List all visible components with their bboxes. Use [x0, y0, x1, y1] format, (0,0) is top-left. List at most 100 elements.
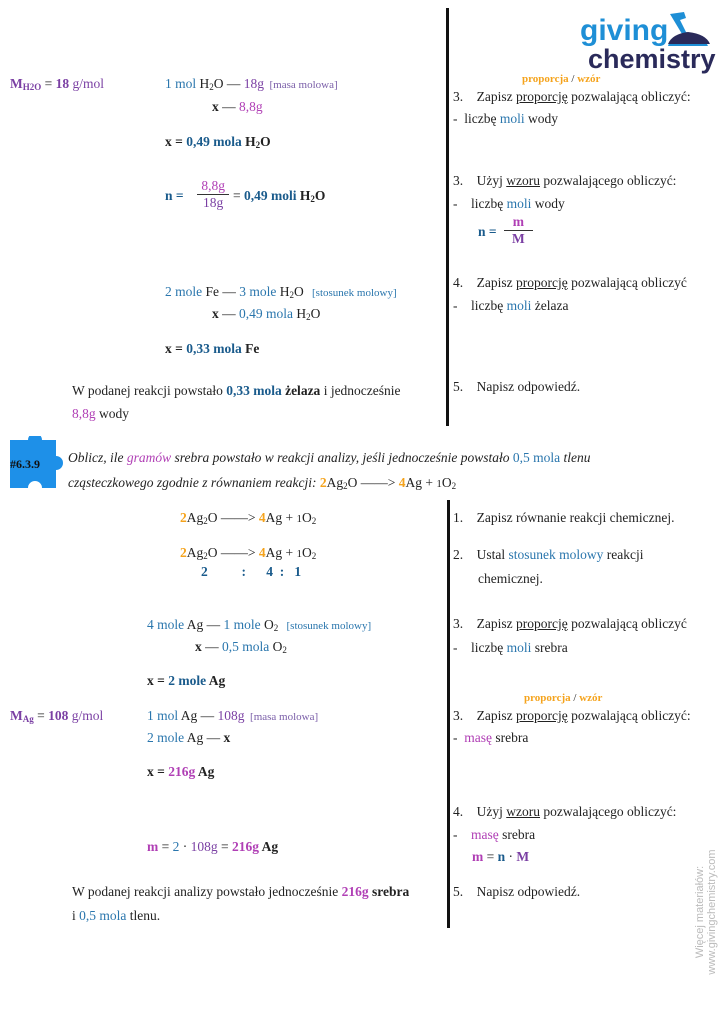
text-segment: ·: [505, 849, 517, 864]
text-segment: 1 mole: [223, 617, 261, 632]
text-segment: 4: [258, 510, 266, 525]
proportion-molar-mass-ag: 1 mol Ag — 108g [masa molowa]: [147, 708, 318, 725]
text-segment: proporcja: [522, 73, 569, 85]
text-segment: srebra: [531, 640, 568, 655]
svg-text:giving: giving: [580, 14, 668, 47]
text-segment: 0,49 mola: [186, 134, 242, 149]
text-segment: 4: [398, 475, 406, 490]
result-mass-silver: x = 216g Ag: [147, 764, 214, 780]
text-segment: O ——>: [207, 545, 259, 560]
result-moles-water: x = 0,49 mola H2O: [165, 134, 271, 153]
text-segment: i: [72, 908, 80, 923]
molar-mass-ag: MAg = 108 g/mol: [10, 708, 103, 727]
text-segment: 18: [55, 76, 70, 91]
text-segment: masę: [464, 730, 492, 745]
answer-line-1-task2: W podanej reakcji analizy powstało jedno…: [72, 884, 409, 900]
formula-lhs: n =: [478, 224, 497, 239]
fraction-lhs: n =: [165, 188, 184, 203]
text-segment: Fe: [241, 341, 260, 356]
mass-calculation: m = 2 · 108g = 216g Ag: [147, 839, 278, 855]
text-segment: 4 mole: [147, 617, 185, 632]
text-segment: 4: [258, 545, 266, 560]
watermark: Więcej materiałów: www.givingchemistry.c…: [694, 849, 718, 975]
text-segment: proporcję: [516, 708, 568, 723]
text-segment: - liczbę: [453, 196, 507, 211]
text-segment: ·: [179, 839, 191, 854]
text-segment: proporcję: [516, 89, 568, 104]
text-segment: pozwalającą obliczyć: [567, 616, 687, 631]
text-segment: 216g: [341, 884, 369, 899]
text-segment: 0,33 mola: [226, 383, 282, 398]
text-segment: - liczbę: [453, 640, 507, 655]
text-segment: -: [453, 730, 465, 745]
text-segment: Ag: [206, 673, 226, 688]
text-segment: Ag: [186, 510, 204, 525]
text-segment: i jednocześnie: [320, 383, 401, 398]
text-segment: 0,49 mola: [239, 306, 293, 321]
text-segment: pozwalającego obliczyć:: [540, 804, 677, 819]
text-segment: 0,49 moli: [244, 188, 297, 203]
text-segment: cząsteczkowego zgodnie z równaniem reakc…: [68, 475, 320, 490]
step-3b-detail: - masę srebra: [453, 730, 528, 746]
text-segment: Ag: [22, 714, 34, 724]
text-segment: wody: [524, 111, 558, 126]
text-segment: 2: [180, 510, 187, 525]
text-segment: 18g: [243, 76, 265, 91]
text-segment: gramów: [126, 450, 172, 465]
text-segment: Ag: [186, 545, 204, 560]
step-4: 4. Zapisz proporcję pozwalającą obliczyć: [453, 275, 687, 291]
text-segment: 2: [343, 481, 348, 491]
text-segment: 2: [255, 140, 261, 150]
hint-proportion-formula: proporcja / wzór: [522, 71, 600, 87]
proportion-molar-ratio-ag: 4 mole Ag — 1 mole O2 [stosunek molowy]: [147, 617, 371, 636]
formula-denominator: M: [504, 230, 533, 247]
text-segment: H: [241, 134, 256, 149]
text-segment: żelaza: [281, 383, 321, 398]
text-segment: O ——>: [207, 510, 259, 525]
text-segment: proporcję: [516, 616, 568, 631]
text-segment: m: [147, 839, 159, 854]
text-segment: 1 mol: [165, 76, 197, 91]
text-segment: srebra powstało w reakcji analizy, jeśli…: [171, 450, 513, 465]
text-segment: H2O: [22, 82, 42, 92]
text-segment: Ag +: [265, 510, 297, 525]
text-segment: —: [201, 639, 222, 654]
text-segment: 2: [306, 312, 311, 322]
text-segment: W podanej reakcji analizy powstało jedno…: [72, 884, 342, 899]
step-4-detail: - liczbę moli żelaza: [453, 298, 568, 314]
fraction-numerator: 8,8g: [201, 178, 225, 193]
text-segment: pozwalającą obliczyć:: [567, 708, 691, 723]
text-segment: =: [33, 708, 49, 723]
text-segment: 216g: [168, 764, 196, 779]
result-moles-iron: x = 0,33 mola Fe: [165, 341, 259, 357]
step-2: 2. Ustal stosunek molowy reakcji: [453, 547, 644, 563]
text-segment: H: [196, 76, 210, 91]
formula-m-n-M: m = n · M: [472, 849, 529, 865]
text-segment: O: [260, 134, 271, 149]
step-5-task2: 5. Napisz odpowiedź.: [453, 884, 580, 900]
step-3: 3. Zapisz proporcję pozwalającą obliczyć: [453, 616, 687, 632]
text-segment: =: [41, 76, 56, 91]
text-segment: x: [195, 639, 202, 654]
text-segment: [stosunek molowy]: [303, 287, 397, 299]
text-segment: moli: [506, 640, 532, 655]
answer-line-1: W podanej reakcji powstało 0,33 mola żel…: [72, 383, 401, 399]
text-segment: O —: [213, 76, 244, 91]
text-segment: x =: [147, 764, 169, 779]
text-segment: x: [223, 730, 231, 745]
text-segment: O: [441, 475, 452, 490]
text-segment: srebra: [492, 730, 529, 745]
text-segment: Ag —: [184, 730, 224, 745]
text-segment: wody: [531, 196, 565, 211]
step-3-detail-ag: - liczbę moli srebra: [453, 640, 568, 656]
text-segment: Fe —: [202, 284, 240, 299]
text-segment: 108g: [190, 839, 218, 854]
text-segment: 3. Zapisz: [453, 708, 516, 723]
text-segment: 2 mole: [168, 673, 207, 688]
text-segment: Ag —: [184, 617, 224, 632]
text-segment: H: [276, 284, 290, 299]
text-segment: 0,33 mola: [186, 341, 242, 356]
text-segment: x: [212, 306, 219, 321]
proportion-molar-ratio: 2 mole Fe — 3 mole H2O [stosunek molowy]: [165, 284, 397, 303]
text-segment: g/mol: [69, 76, 105, 91]
